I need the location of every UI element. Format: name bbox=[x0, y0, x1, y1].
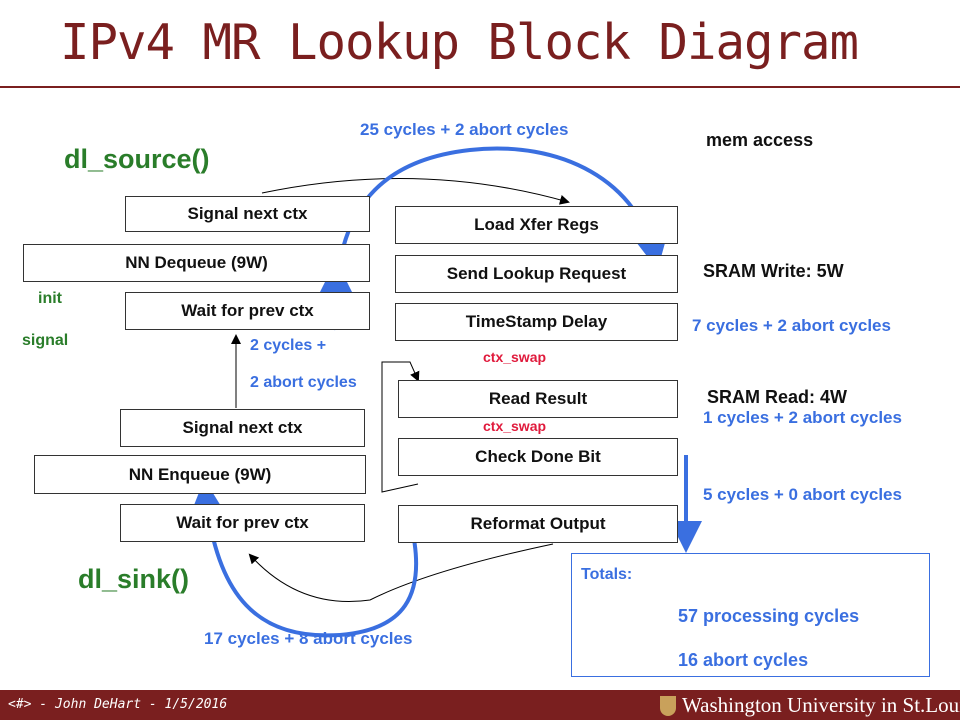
nn-enqueue-box: NN Enqueue (9W) bbox=[34, 455, 366, 494]
university-logo: Washington University in St.Louis bbox=[660, 693, 960, 718]
timestamp-delay-box: TimeStamp Delay bbox=[395, 303, 678, 341]
top-cycles-label: 25 cycles + 2 abort cycles bbox=[360, 120, 569, 139]
wait-prev-ctx-top-box: Wait for prev ctx bbox=[125, 292, 370, 330]
check-done-bit-box: Check Done Bit bbox=[398, 438, 678, 476]
bottom-cycles-label: 17 cycles + 8 abort cycles bbox=[204, 629, 413, 648]
signal-next-ctx-top-box: Signal next ctx bbox=[125, 196, 370, 232]
init-label: init bbox=[38, 290, 62, 307]
title-rule bbox=[0, 86, 960, 88]
footer-slide-ref: <#> - John DeHart - 1/5/2016 bbox=[8, 697, 228, 712]
totals-processing: 57 processing cycles bbox=[678, 606, 860, 626]
nn-dequeue-box: NN Dequeue (9W) bbox=[23, 244, 370, 282]
signal-label: signal bbox=[22, 332, 69, 349]
totals-heading: Totals: bbox=[581, 566, 633, 583]
blue-arc-bottom bbox=[191, 479, 419, 638]
read-result-box: Read Result bbox=[398, 380, 678, 418]
wait-prev-ctx-bottom-box: Wait for prev ctx bbox=[120, 504, 365, 542]
load-xfer-regs-box: Load Xfer Regs bbox=[395, 206, 678, 244]
arrow-reformat-to-sink bbox=[248, 543, 554, 603]
cycles-1-label: 1 cycles + 2 abort cycles bbox=[703, 408, 902, 427]
crest-icon bbox=[660, 695, 676, 716]
cycles-5-label: 5 cycles + 0 abort cycles bbox=[703, 485, 902, 504]
arrow-signal-to-load bbox=[261, 177, 570, 205]
footer-bar: <#> - John DeHart - 1/5/2016 Washington … bbox=[0, 690, 960, 720]
ctx-swap-label-2: ctx_swap bbox=[483, 418, 547, 434]
ctx-swap-label-1: ctx_swap bbox=[483, 349, 547, 365]
university-name: Washington University in St.Louis bbox=[682, 693, 960, 717]
cycles-7-label: 7 cycles + 2 abort cycles bbox=[692, 316, 891, 335]
dl-sink-label: dl_sink() bbox=[78, 564, 190, 594]
cycles-small-line1: 2 cycles + bbox=[250, 337, 327, 354]
dl-source-label: dl_source() bbox=[64, 144, 210, 174]
sram-read-label: SRAM Read: 4W bbox=[707, 387, 848, 407]
send-lookup-request-box: Send Lookup Request bbox=[395, 255, 678, 293]
cycles-small-line2: 2 abort cycles bbox=[250, 374, 357, 391]
reformat-output-box: Reformat Output bbox=[398, 505, 678, 543]
mem-access-label: mem access bbox=[706, 130, 814, 150]
blue-arc-top bbox=[333, 146, 668, 331]
totals-abort: 16 abort cycles bbox=[678, 650, 809, 670]
ctx-loop-line bbox=[381, 361, 420, 493]
signal-next-ctx-bottom-box: Signal next ctx bbox=[120, 409, 365, 447]
slide-title: IPv4 MR Lookup Block Diagram bbox=[60, 14, 859, 71]
totals-box: Totals: 57 processing cycles 16 abort cy… bbox=[571, 553, 930, 677]
sram-write-label: SRAM Write: 5W bbox=[703, 261, 844, 281]
